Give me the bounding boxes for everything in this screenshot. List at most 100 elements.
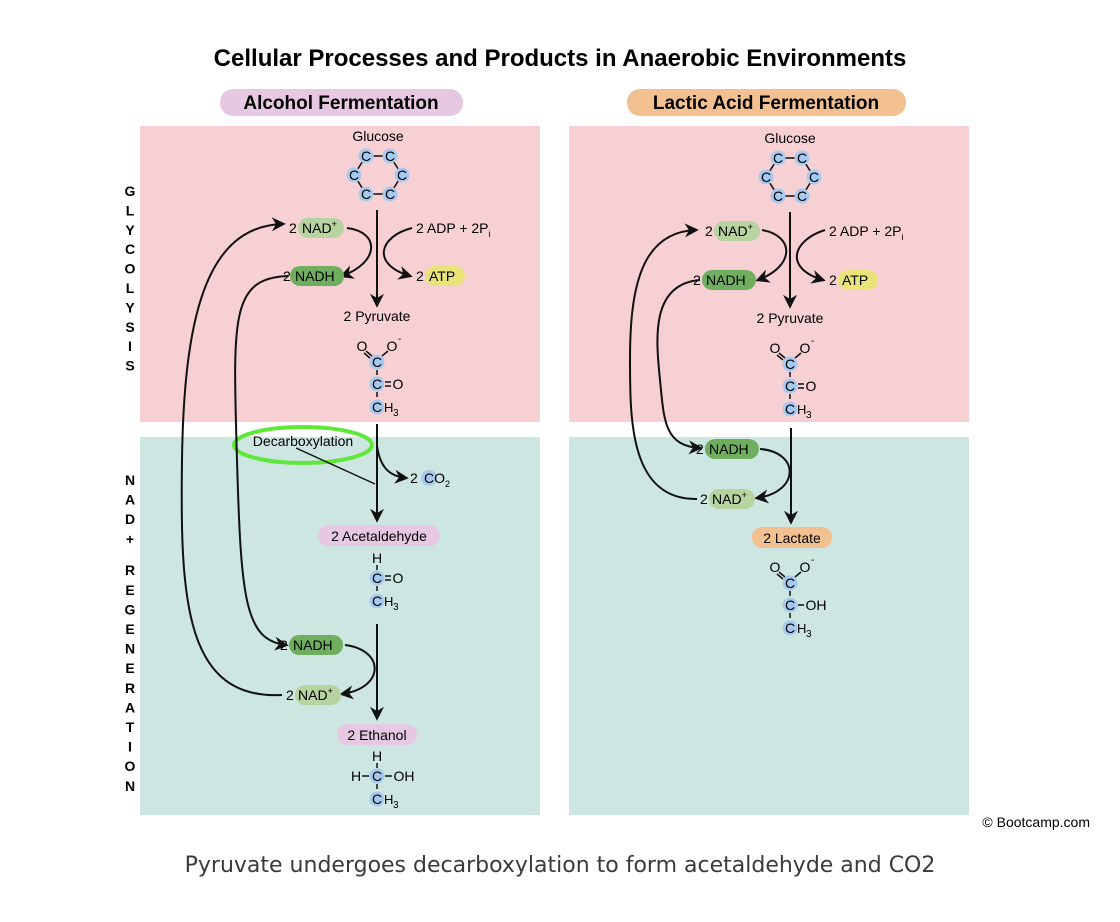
superscript-plus: +: [742, 490, 747, 500]
carbon-atom-circle: [369, 399, 385, 415]
carbon-atom-circle: [782, 401, 798, 417]
lactic-nadh-pill: [702, 270, 756, 290]
oxygen-atom: O: [393, 570, 404, 586]
superscript-plus: +: [748, 222, 753, 232]
lactic-adp-curve: [795, 229, 826, 284]
carbon-atom-circle: [782, 378, 798, 394]
carbon-atom: C: [372, 570, 382, 586]
carbon-atom-circle: [758, 169, 774, 185]
alcohol-nad2-label: NAD+: [298, 686, 333, 703]
alcohol-nadh-oxidation-curve: [339, 644, 376, 700]
alcohol-nadh-pill: [290, 266, 344, 286]
carbon-atom: C: [797, 150, 807, 166]
lactic-nad-count: 2: [705, 223, 713, 239]
carbon-atom-circle: [382, 186, 398, 202]
lactic-regeneration-panel: [569, 437, 969, 815]
carbon-atom: C: [785, 575, 795, 591]
decarboxylation-label: Decarboxylation: [253, 433, 353, 449]
chemical-bond: [804, 163, 812, 172]
oxygen-atom: O: [393, 376, 404, 392]
carbon-atom: C: [361, 186, 371, 202]
chemical-bond: [776, 354, 784, 361]
lactic-nadh2-pill: [705, 439, 759, 459]
alcohol-adp-label: 2 ADP + 2Pi: [416, 220, 491, 239]
chemical-bond: [363, 352, 371, 359]
chemical-bond: [804, 182, 812, 191]
oxygen-atom: O: [770, 559, 781, 575]
hydroxyl-group: OH: [806, 597, 827, 613]
lactic-header: Lactic Acid Fermentation: [653, 93, 879, 114]
lactic-atp-label: ATP: [842, 272, 868, 288]
carbon-atom-circle: [369, 376, 385, 392]
chemical-bond: [794, 571, 802, 578]
chemical-bond: [365, 350, 373, 357]
oxygen-atom: O: [806, 378, 817, 394]
carbon-atom-circle: [369, 593, 385, 609]
alcohol-glucose-label: Glucose: [352, 128, 404, 144]
lactic-nadh-oxidation-curve: [754, 448, 791, 504]
alcohol-pyruvate-label: 2 Pyruvate: [344, 308, 411, 324]
alcohol-co2-label: CO2: [424, 470, 450, 489]
carbon-atom: C: [349, 167, 359, 183]
hydrogen-atom: H: [351, 768, 361, 784]
chemical-bond: [768, 182, 776, 191]
chemical-bond: [794, 352, 802, 359]
carbon-atom: C: [385, 186, 395, 202]
hydrogen-h3: H: [797, 402, 806, 417]
carbon-atom-circle: [794, 188, 810, 204]
charge-minus: -: [811, 336, 814, 347]
lactate-label: 2 Lactate: [763, 530, 821, 546]
hydrogen-h3: H: [384, 594, 393, 609]
lactic-nadh-recycle-arrow: [656, 279, 703, 455]
chemical-bond: [356, 180, 364, 189]
carbon-atom-circle: [770, 188, 786, 204]
lactic-nadh2-count: 2: [696, 441, 704, 457]
subscript-i: i: [489, 229, 491, 239]
oxygen-atom: O: [387, 338, 398, 354]
lactic-nad2-count: 2: [700, 491, 708, 507]
chemical-bond: [381, 350, 389, 357]
carbon-atom: C: [785, 356, 795, 372]
lactic-adp-label: 2 ADP + 2Pi: [829, 223, 904, 242]
carbon-atom: C: [372, 399, 382, 415]
alcohol-nadh-label: NADH: [295, 268, 335, 284]
carbon-atom: C: [785, 401, 795, 417]
lactic-nadh2-label: NADH: [709, 441, 749, 457]
ethanol-pill: [337, 724, 417, 745]
lactic-nad-label: NAD+: [718, 222, 753, 239]
alcohol-nad-curve: [339, 227, 373, 279]
chemical-bond: [778, 352, 786, 359]
subscript-3: 3: [393, 602, 399, 613]
chemical-bond: [392, 161, 400, 170]
lactic-atp-pill: [838, 270, 878, 290]
lactic-nadh-label: NADH: [706, 272, 746, 288]
decarboxylation-pointer-line: [295, 447, 376, 485]
alcohol-regeneration-panel: [140, 437, 540, 815]
lactic-glucose-label: Glucose: [764, 130, 816, 146]
carbon-atom: C: [773, 188, 783, 204]
carbon-atom: C: [397, 167, 407, 183]
subscript-3: 3: [393, 800, 399, 811]
lactic-nad2-pill: [709, 489, 755, 509]
co2-carbon-atom: [421, 470, 437, 486]
acetaldehyde-pill: [318, 525, 440, 546]
carbon-atom: C: [372, 354, 382, 370]
carbon-atom: C: [372, 593, 382, 609]
chemical-bond: [392, 180, 400, 189]
carbon-atom: C: [385, 148, 395, 164]
chemical-bond: [768, 163, 776, 172]
carbon-atom-circle: [369, 791, 385, 807]
subscript-3: 3: [806, 629, 812, 640]
superscript-plus: +: [332, 219, 337, 229]
oxygen-atom: O: [357, 338, 368, 354]
subscript-3: 3: [393, 408, 399, 419]
lactic-nad-pill: [714, 221, 760, 241]
alcohol-nadh2-label: NADH: [293, 637, 333, 653]
hydroxyl-group: OH: [394, 768, 415, 784]
